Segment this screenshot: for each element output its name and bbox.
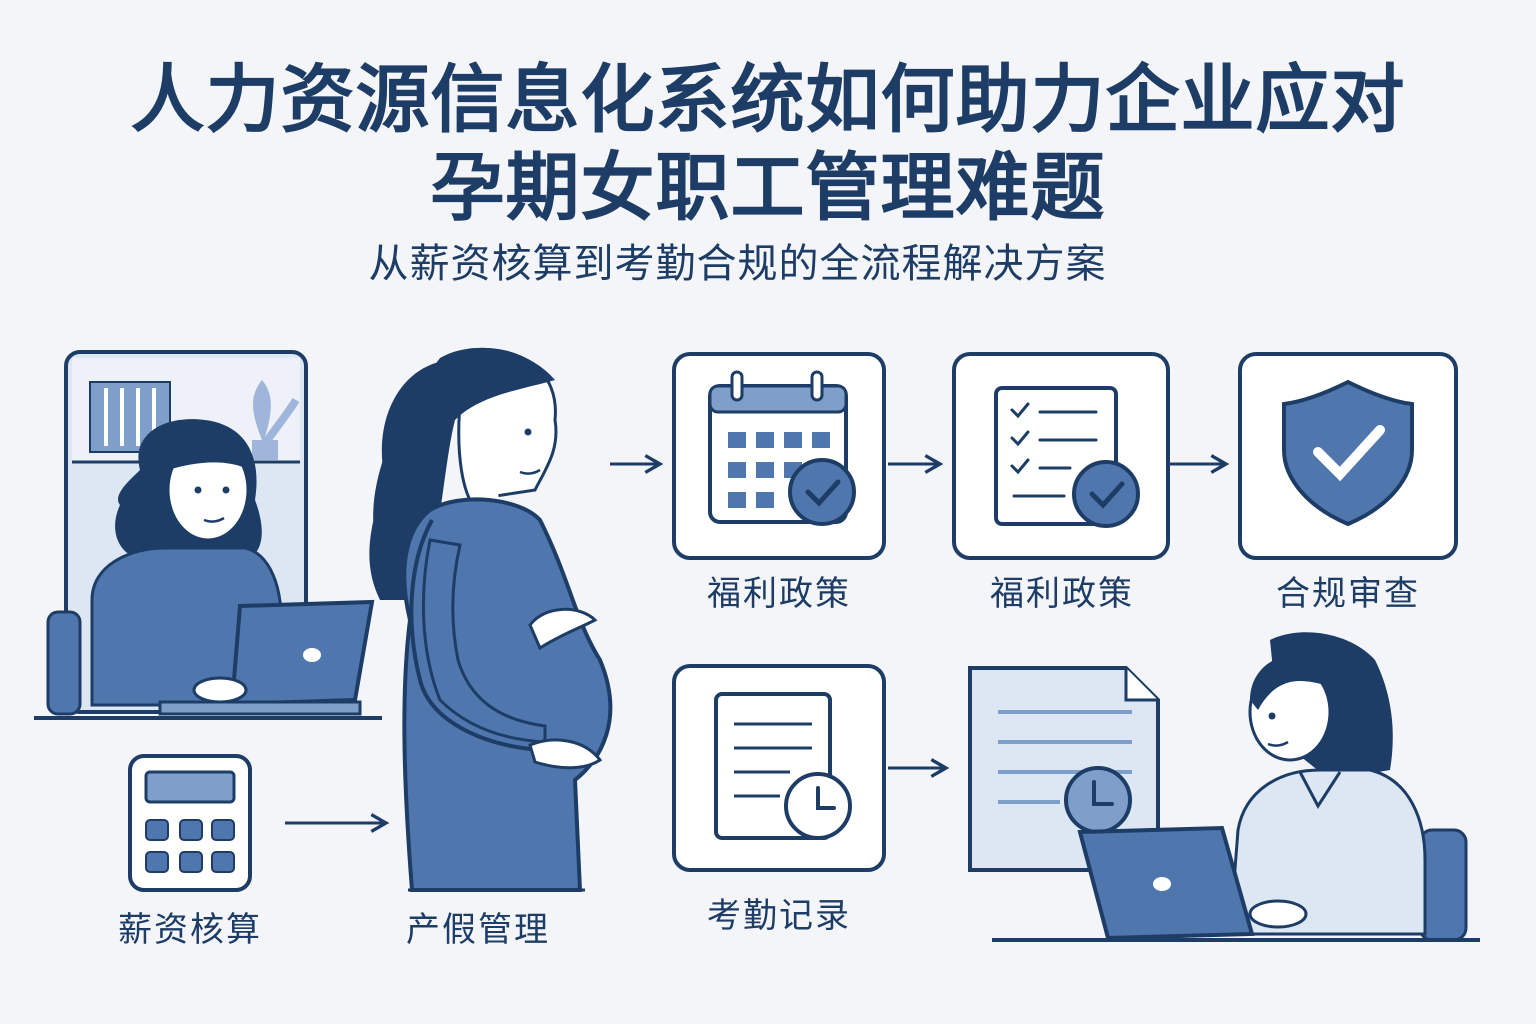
calculator-icon [128,754,252,892]
label-attendance: 考勤记录 [707,896,851,936]
shield-check-icon [1238,352,1458,560]
page-title-line-1: 人力资源信息化系统如何助力企业应对 [130,57,1406,143]
office-worker-scene [34,350,382,720]
page-title-line-2: 孕期女职工管理难题 [430,145,1106,231]
label-payroll: 薪资核算 [118,910,262,950]
plant-icon [252,380,300,460]
hr-worker-scene [1077,632,1468,942]
document-clock-icon [672,664,886,872]
report-clock-icon [968,666,1160,872]
pregnant-woman-figure [369,347,613,892]
label-compliance: 合规审查 [1276,574,1420,614]
checklist-icon [952,352,1170,560]
label-benefits-a: 福利政策 [707,574,851,614]
label-benefits-b: 福利政策 [990,574,1134,614]
page-subtitle: 从薪资核算到考勤合规的全流程解决方案 [368,241,1107,287]
label-maternity: 产假管理 [406,910,550,950]
calendar-check-icon [672,352,886,560]
